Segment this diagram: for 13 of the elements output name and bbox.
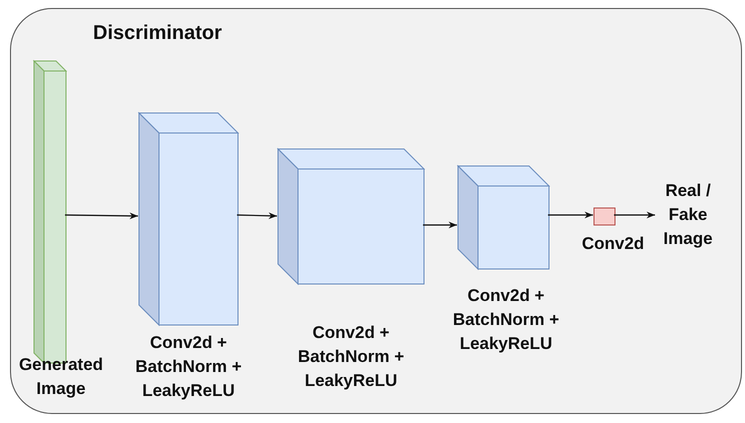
arrow (65, 212, 138, 220)
layer-label: Conv2d + BatchNorm + LeakyReLU (452, 285, 560, 355)
layer-label: Conv2d (580, 233, 646, 255)
arrow (236, 212, 278, 220)
discriminator-panel (10, 8, 742, 414)
input-label: Generated Image (18, 354, 104, 400)
layer-label: Conv2d + BatchNorm + LeakyReLU (134, 332, 243, 402)
arrow (423, 222, 457, 228)
panel-title: Discriminator (93, 21, 222, 45)
arrow (614, 212, 655, 218)
layer-label: Conv2d + BatchNorm + LeakyReLU (296, 322, 406, 392)
output-label: Real / Fake Image (656, 179, 720, 253)
arrow (548, 212, 593, 218)
